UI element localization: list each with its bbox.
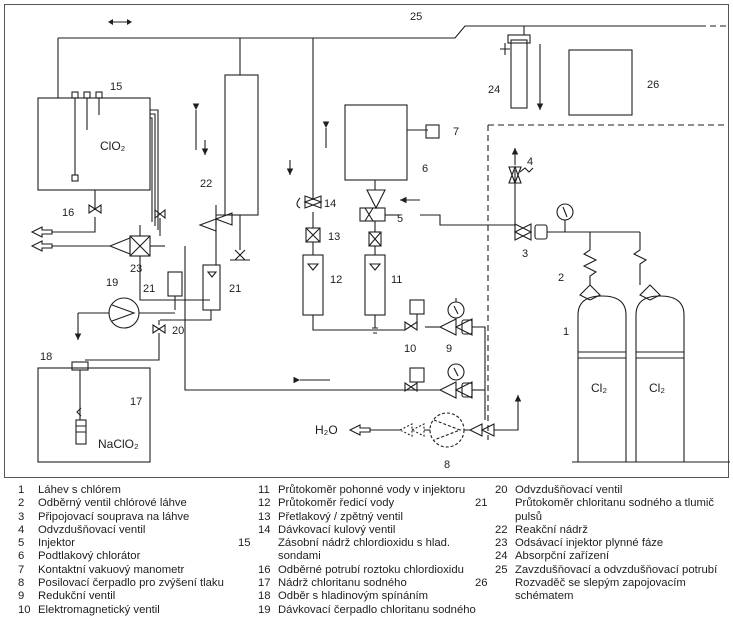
callout-19: 19	[106, 277, 118, 289]
callout-26: 26	[647, 79, 659, 91]
callout-8: 8	[444, 459, 450, 471]
vacuum-gauge-7	[425, 124, 440, 139]
solenoid-valve-10	[409, 299, 425, 315]
callout-17: 17	[130, 396, 142, 408]
gas-injector-23	[108, 237, 131, 255]
clo2-label: ClO₂	[100, 139, 126, 153]
callout-1: 1	[563, 326, 569, 338]
absorber-24	[510, 39, 528, 109]
callout-23: 23	[130, 263, 142, 275]
chlorine-cylinder-right	[635, 295, 685, 462]
callout-18: 18	[40, 351, 52, 363]
injector-5	[359, 207, 386, 222]
callout-24: 24	[488, 84, 500, 96]
process-diagram: 1 2 3 4 5 6 7 8 9 10 11 12 13 14 15 16 1…	[30, 11, 730, 471]
reducing-valve-9	[438, 318, 473, 336]
callout-16: 16	[62, 207, 74, 219]
callout-10: 10	[404, 343, 416, 355]
callout-11: 11	[391, 274, 402, 286]
h2o-label: H₂O	[315, 423, 338, 437]
callout-22: 22	[200, 178, 212, 190]
pulse-damper-21	[167, 271, 183, 297]
callout-21-right: 21	[229, 283, 241, 295]
diagram-border	[4, 4, 729, 478]
callout-5: 5	[397, 213, 403, 225]
ball-valve-14	[303, 195, 323, 209]
callout-7: 7	[453, 126, 459, 138]
vent-pipe-line	[58, 25, 700, 39]
callout-4: 4	[527, 156, 533, 168]
callout-14: 14	[324, 198, 336, 210]
callout-3: 3	[522, 248, 528, 260]
reaction-tank-22	[224, 74, 259, 216]
callout-9: 9	[446, 343, 452, 355]
callout-12: 12	[330, 274, 342, 286]
valve-20	[152, 323, 166, 335]
control-panel-26	[568, 49, 633, 116]
valve-16	[88, 203, 102, 215]
cl2-right-label: Cl₂	[649, 381, 665, 395]
clo2-tank	[37, 97, 151, 191]
callout-6: 6	[422, 163, 428, 175]
callout-2: 2	[558, 272, 564, 284]
callout-13: 13	[328, 231, 340, 243]
naclo2-tank	[37, 367, 151, 463]
vacuum-chlorator-6	[344, 104, 408, 181]
callout-20: 20	[172, 325, 184, 337]
naclo2-label: NaClO₂	[98, 437, 139, 451]
callout-25: 25	[410, 11, 422, 23]
chlorine-cylinder-left	[577, 295, 627, 462]
callout-21-left: 21	[143, 283, 155, 295]
cl2-left-label: Cl₂	[591, 381, 607, 395]
callout-15: 15	[110, 81, 122, 93]
